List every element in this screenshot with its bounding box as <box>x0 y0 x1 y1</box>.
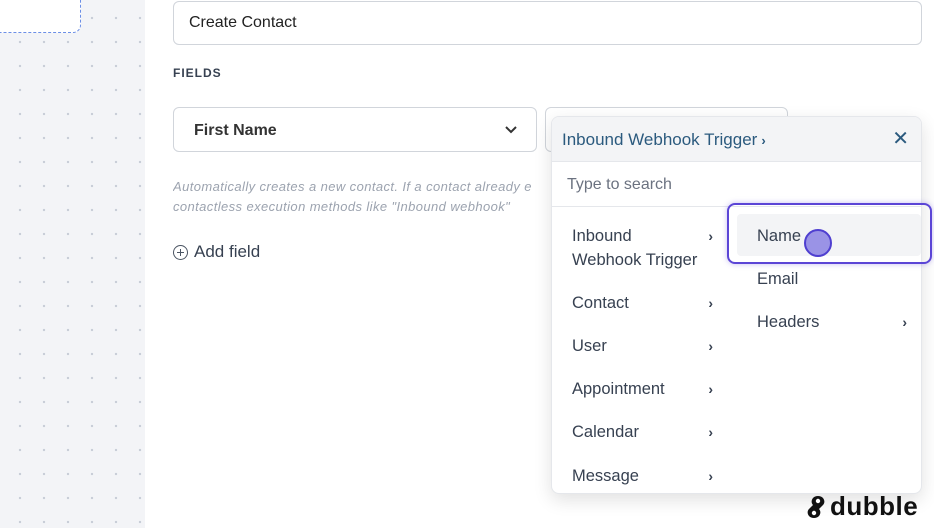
chevron-right-icon: › <box>708 295 713 311</box>
dropdown-item-appointment[interactable]: Appointment › <box>552 377 729 401</box>
click-highlight-ring <box>727 203 932 264</box>
dubble-watermark: dubble <box>806 491 918 522</box>
close-icon[interactable]: ✕ <box>892 128 909 150</box>
plus-circle-icon <box>173 244 188 260</box>
field-select-value: First Name <box>194 122 277 139</box>
variable-picker-dropdown: Inbound Webhook Trigger› ✕ Type to searc… <box>551 116 922 494</box>
dropdown-item-headers[interactable]: Headers › <box>737 310 917 334</box>
item-label: Headers <box>757 313 820 331</box>
dubble-logo-icon <box>807 495 825 518</box>
dropdown-item-email[interactable]: Email <box>737 267 917 291</box>
add-field-label: Add field <box>194 242 261 261</box>
item-label: Email <box>757 270 799 288</box>
chevron-right-icon: › <box>708 381 713 397</box>
item-label: Contact <box>572 294 629 312</box>
help-text-line-1: Automatically creates a new contact. If … <box>173 179 532 194</box>
dropdown-item-user[interactable]: User › <box>552 334 729 358</box>
dropdown-item-message[interactable]: Message › <box>552 464 729 488</box>
help-text: Automatically creates a new contact. If … <box>173 177 551 219</box>
watermark-text: dubble <box>830 491 919 521</box>
action-name-input[interactable]: Create Contact <box>173 1 922 45</box>
action-name-value: Create Contact <box>189 14 297 31</box>
dropdown-header: Inbound Webhook Trigger› ✕ <box>552 117 921 162</box>
dropdown-item-contact[interactable]: Contact › <box>552 291 729 315</box>
cursor-click-indicator <box>804 229 832 257</box>
item-label-line-1: Inbound <box>572 227 632 245</box>
item-label: Name <box>757 227 802 245</box>
dropdown-search-input[interactable]: Type to search <box>552 163 921 207</box>
field-select-dropdown[interactable]: First Name <box>173 107 537 152</box>
chevron-right-icon: › <box>708 468 713 484</box>
fields-section-label: FIELDS <box>173 66 222 80</box>
chevron-right-icon: › <box>902 314 907 330</box>
dropdown-breadcrumb[interactable]: Inbound Webhook Trigger› <box>562 117 766 163</box>
dropdown-item-inbound-webhook-trigger[interactable]: Inbound Webhook Trigger › <box>552 224 729 272</box>
item-label: Calendar <box>572 423 639 441</box>
add-field-button[interactable]: Add field <box>173 242 260 262</box>
item-label-line-2: Webhook Trigger <box>572 251 698 269</box>
canvas-node-selected[interactable] <box>0 0 81 33</box>
workflow-canvas <box>0 0 145 528</box>
chevron-right-icon: › <box>708 338 713 354</box>
search-placeholder: Type to search <box>567 176 672 193</box>
chevron-right-icon: › <box>708 228 713 244</box>
chevron-right-icon: › <box>708 424 713 440</box>
chevron-right-icon: › <box>761 133 766 148</box>
breadcrumb-label: Inbound Webhook Trigger <box>562 130 758 149</box>
item-label: User <box>572 337 607 355</box>
dropdown-item-calendar[interactable]: Calendar › <box>552 420 729 444</box>
dropdown-item-name[interactable]: Name <box>737 224 917 248</box>
item-label: Appointment <box>572 380 665 398</box>
chevron-down-icon <box>505 126 517 134</box>
item-label: Message <box>572 467 639 485</box>
help-text-line-2: contactless execution methods like "Inbo… <box>173 199 511 214</box>
